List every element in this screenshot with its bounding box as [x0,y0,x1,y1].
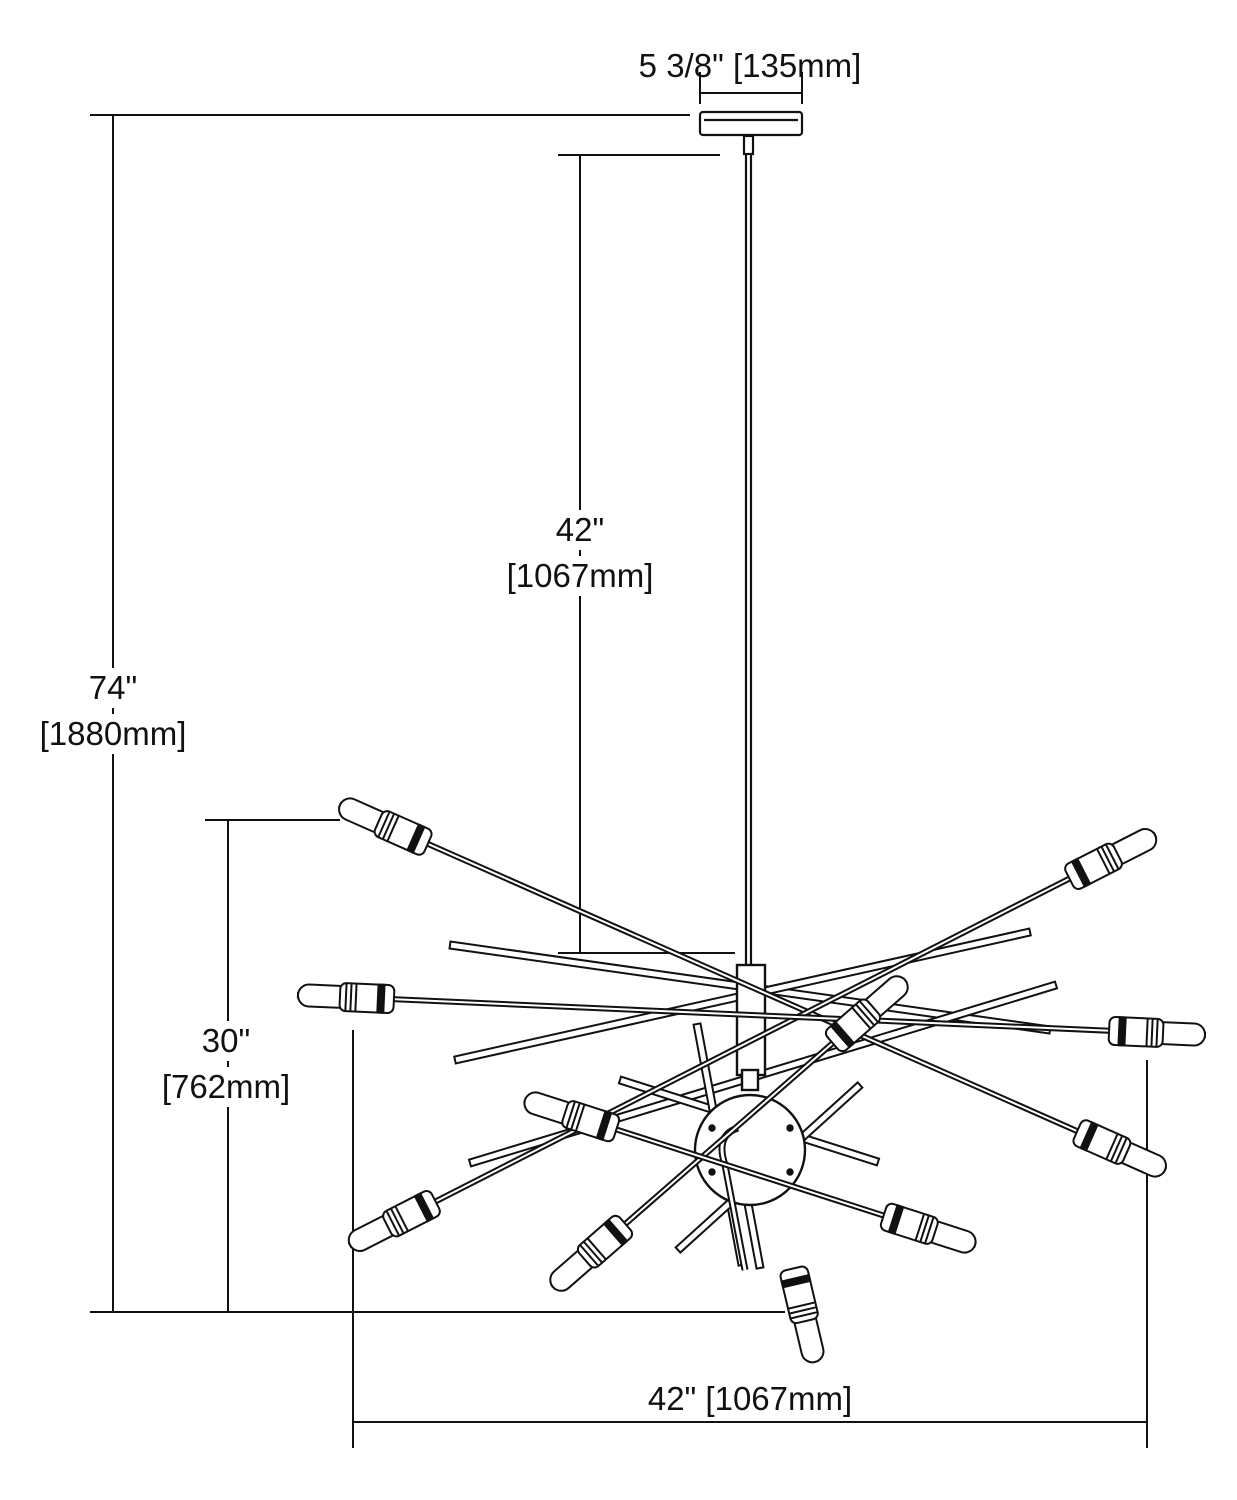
socket-band [855,1003,876,1027]
stem-connector [742,134,755,156]
socket-band [385,1210,401,1237]
socket-ring [780,1273,812,1289]
socket-band [349,983,353,1012]
socket-ring [887,1204,905,1236]
socket-band [586,1237,607,1261]
canopy [698,110,804,137]
bulb-icon [549,1214,634,1292]
socket-ring [406,823,426,854]
socket-band [389,1208,405,1234]
bulb-icon [1064,827,1158,890]
socket-band [914,1213,926,1241]
socket-band [924,1216,935,1244]
socket-ring [595,1109,613,1141]
bulb-socket [1064,842,1123,890]
socket-ring [376,983,386,1014]
socket-band [394,1205,409,1232]
socket-ring [829,1020,856,1049]
socket-band [1145,1018,1149,1047]
socket-band [1100,846,1116,872]
bulb-socket [373,810,433,856]
overall-height-mm-label: [1880mm] [39,714,187,754]
socket-ring [1079,1121,1099,1152]
socket-band [790,1311,818,1320]
hub-screw [708,1124,716,1132]
socket-band [344,983,348,1012]
fixture-height-in-label: 30" [201,1021,251,1061]
socket-ring [602,1218,629,1247]
bulb-socket [1107,1016,1165,1048]
socket-band [1155,1018,1159,1047]
socket-band [579,1244,600,1267]
bulb-socket [1072,1119,1132,1165]
center-tube [735,963,767,1077]
bulb-icon [879,1202,977,1254]
socket-band [1150,1018,1154,1047]
fixture [698,110,804,965]
bulb-socket [382,1190,441,1238]
socket-band [919,1215,930,1243]
rod-length-in-label: 42" [555,510,605,550]
hub-screw [786,1124,794,1132]
bulb-socket [338,982,396,1014]
bulb-socket [879,1202,939,1245]
socket-ring [1070,857,1092,888]
rod-length-mm-label: [1067mm] [506,556,654,596]
socket-band [582,1240,603,1264]
hub-screw [708,1168,716,1176]
socket-band [858,1000,879,1023]
hub-plate [693,1093,807,1207]
overall-height-in-label: 74" [88,668,138,708]
socket-band [1105,1133,1119,1160]
socket-band [787,1301,816,1310]
hub-screw [786,1168,794,1176]
socket-ring [1117,1016,1127,1047]
dimension-lines [90,72,1148,1448]
socket-band [788,1306,817,1315]
socket-band [1104,843,1120,870]
bulb-icon [347,1190,441,1253]
socket-band [381,813,396,840]
socket-band [377,811,391,838]
bulb-icon [296,982,396,1014]
canopy-width-label: 5 3/8" [135mm] [638,47,862,84]
socket-ring [413,1192,435,1223]
bulb-icon [824,975,909,1053]
socket-band [574,1104,586,1132]
socket-band [565,1101,576,1129]
bulb-socket [824,998,882,1053]
bulb-icon [1107,1016,1207,1048]
fixture-width-label: 42" [1067mm] [647,1380,853,1417]
bulb-socket [576,1214,634,1269]
bulb-icon [1072,1119,1167,1178]
socket-band [1109,1135,1124,1162]
socket-band [386,815,400,842]
socket-band [1114,1137,1128,1164]
fixture-height-mm-label: [762mm] [161,1067,291,1107]
bulb-icon [523,1091,621,1143]
tube-coupler [740,1068,760,1092]
socket-band [354,983,358,1012]
socket-band [570,1102,581,1130]
socket-band [851,1006,872,1030]
socket-band [1096,848,1111,875]
bulb-icon [338,797,433,856]
bulb-icon [779,1265,825,1364]
